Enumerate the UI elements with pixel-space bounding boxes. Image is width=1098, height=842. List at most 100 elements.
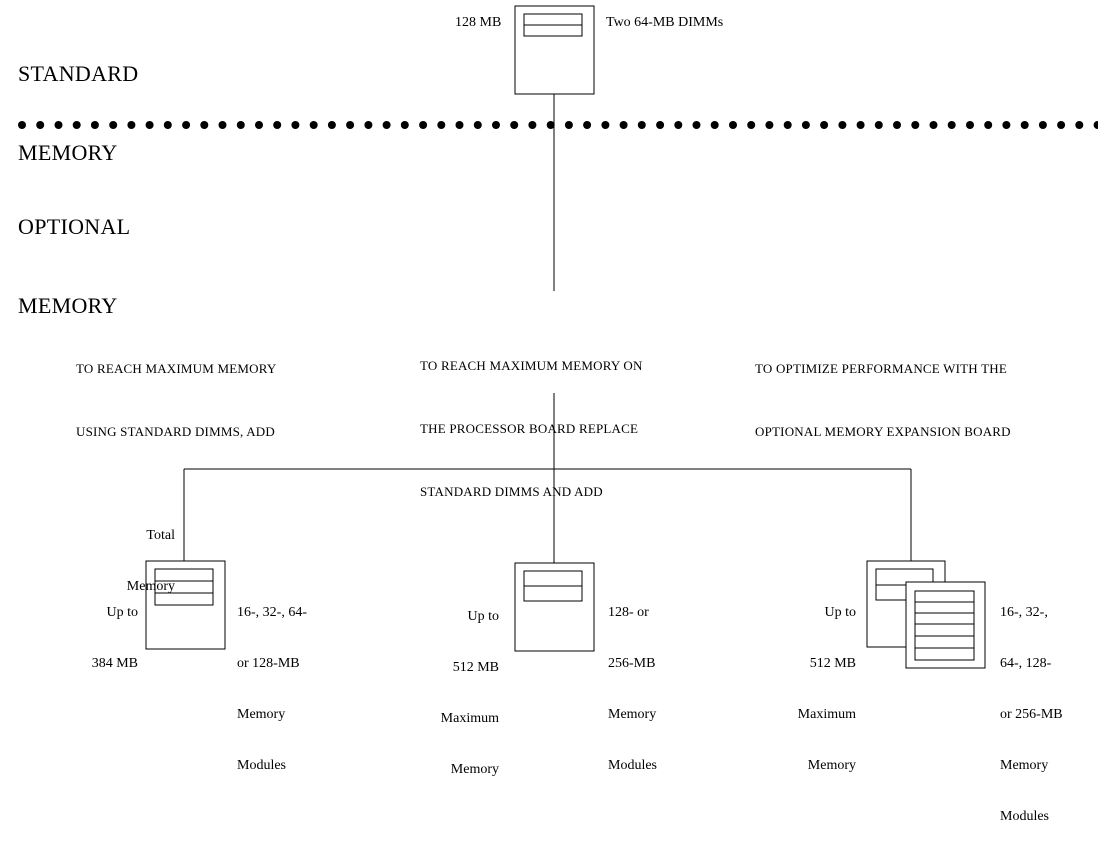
separator-dot [492, 121, 500, 129]
separator-dot [1057, 121, 1066, 129]
separator-dot [783, 121, 792, 129]
separator-dot [163, 121, 172, 129]
separator-dot [911, 121, 920, 129]
separator-dot [984, 121, 993, 129]
caption-line: OPTIONAL MEMORY EXPANSION BOARD [755, 424, 1011, 439]
separator-dot [273, 121, 282, 129]
separator-dot [364, 121, 373, 129]
separator-dot [127, 121, 136, 129]
separator-dot [510, 121, 519, 129]
caption-line: TO REACH MAXIMUM MEMORY [76, 361, 277, 376]
separator-dot [346, 121, 355, 129]
separator-dot [1038, 121, 1047, 129]
label-line: Memory [807, 758, 856, 773]
option-3-boards [866, 560, 986, 669]
separator-dot [255, 121, 263, 129]
standard-memory-heading: STANDARD MEMORY [18, 8, 138, 193]
label-line: Maximum [797, 707, 856, 722]
heading-line: MEMORY [18, 292, 118, 318]
separator-dot [801, 121, 810, 129]
separator-dot [291, 121, 300, 129]
separator-dot [455, 121, 464, 129]
label-line: Up to [824, 605, 857, 620]
option-3-memory-amount: Up to 512 MB Maximum Memory [776, 570, 856, 791]
heading-line: STANDARD [18, 60, 139, 86]
separator-dot [929, 121, 938, 129]
label-line: or 128-MB [237, 656, 300, 671]
label-line: Memory [450, 762, 499, 777]
separator-dot [692, 121, 701, 129]
option-1-board [145, 560, 226, 650]
separator-dot [947, 121, 956, 129]
separator-dot [182, 121, 191, 129]
separator-dot [820, 121, 829, 129]
separator-dot [72, 121, 81, 129]
label-line: Memory [126, 579, 175, 594]
caption-line: TO OPTIMIZE PERFORMANCE WITH THE [755, 361, 1007, 376]
separator-dot [90, 121, 99, 129]
separator-dot [874, 121, 883, 129]
label-line: 16-, 32-, [1000, 605, 1048, 620]
section-separator-dots [18, 121, 1098, 129]
total-memory-label: Total Memory [100, 493, 175, 612]
separator-dot [145, 121, 154, 129]
option-2-board [514, 562, 595, 652]
label-line: Memory [1000, 758, 1049, 773]
label-line: or 256-MB [1000, 707, 1063, 722]
separator-dot [656, 121, 665, 129]
separator-dot [382, 121, 391, 129]
separator-dot [200, 121, 209, 129]
option-1-module-sizes: 16-, 32-, 64- or 128-MB Memory Modules [237, 570, 307, 791]
caption-line: THE PROCESSOR BOARD REPLACE [420, 421, 639, 436]
caption-line: TO REACH MAXIMUM MEMORY ON [420, 358, 643, 373]
label-line: Memory [237, 707, 286, 722]
separator-dot [309, 121, 318, 129]
separator-dot [747, 121, 756, 129]
label-line: 384 MB [91, 656, 138, 671]
separator-dot [109, 121, 118, 129]
separator-dot [54, 121, 63, 129]
separator-dot [236, 121, 245, 129]
separator-dot [674, 121, 683, 129]
label-line: Modules [1000, 809, 1049, 824]
optional-memory-heading: OPTIONAL MEMORY [18, 161, 130, 346]
separator-dot [1093, 121, 1098, 129]
option-2-module-sizes: 128- or 256-MB Memory Modules [608, 570, 657, 791]
separator-dot [419, 121, 428, 129]
label-line: Modules [237, 758, 286, 773]
connector-lines [183, 94, 912, 563]
option-1-memory-amount: Up to 384 MB [60, 570, 138, 689]
label-line: Total [146, 528, 175, 543]
separator-dot [765, 121, 774, 129]
separator-dot [400, 121, 409, 129]
heading-line: MEMORY [18, 139, 118, 165]
caption-line: USING STANDARD DIMMS, ADD [76, 424, 275, 439]
separator-dot [601, 121, 610, 129]
separator-dot [856, 121, 865, 129]
label-line: Modules [608, 758, 657, 773]
label-line: Maximum [440, 711, 499, 726]
separator-dot [729, 121, 737, 129]
label-line: 128- or [608, 605, 649, 620]
separator-dot [710, 121, 719, 129]
memory-configuration-diagram [18, 5, 1098, 669]
separator-dot [1075, 121, 1084, 129]
label-line: Memory [608, 707, 657, 722]
separator-dot [546, 121, 555, 129]
separator-dot [564, 121, 573, 129]
separator-dot [893, 121, 901, 129]
label-line: 64-, 128- [1000, 656, 1052, 671]
option-1-caption: TO REACH MAXIMUM MEMORY USING STANDARD D… [76, 316, 276, 463]
option-3-caption: TO OPTIMIZE PERFORMANCE WITH THE OPTIONA… [755, 316, 1092, 463]
separator-dot [1002, 121, 1011, 129]
separator-dot [637, 121, 646, 129]
separator-dot [218, 121, 227, 129]
option-2-memory-amount: Up to 512 MB Maximum Memory [420, 574, 499, 795]
separator-dot [619, 121, 628, 129]
separator-dot [528, 121, 537, 129]
label-line: Up to [106, 605, 139, 620]
option-3-module-sizes: 16-, 32-, 64-, 128- or 256-MB Memory Mod… [1000, 570, 1063, 842]
separator-dot [583, 121, 592, 129]
separator-dot [327, 121, 336, 129]
label-line: Up to [467, 609, 500, 624]
